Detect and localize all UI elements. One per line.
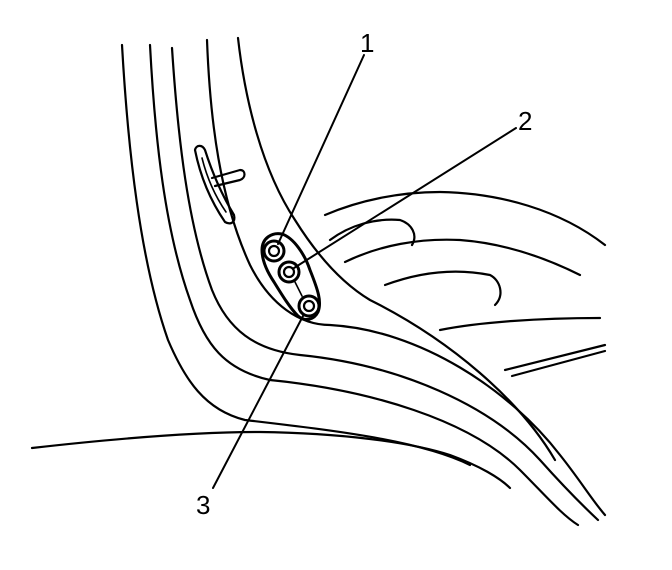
belt-guide-slot bbox=[193, 144, 246, 225]
slot-tab bbox=[210, 168, 246, 188]
leader-lines bbox=[212, 54, 517, 489]
pillar-edge-2 bbox=[148, 43, 580, 527]
callout-labels: 1 2 3 bbox=[196, 28, 532, 520]
slot-outer bbox=[193, 144, 236, 225]
seat-roll-2 bbox=[343, 238, 582, 277]
callout-2: 2 bbox=[518, 106, 532, 136]
seat-base-line-1 bbox=[503, 343, 607, 372]
anchor-assembly bbox=[260, 232, 322, 321]
pillar-trim bbox=[120, 36, 607, 527]
slot-inner bbox=[201, 157, 227, 213]
plate-link bbox=[294, 281, 303, 297]
seat-roll-3 bbox=[383, 270, 502, 307]
seat-roll-1 bbox=[328, 218, 416, 247]
pillar-edge-3 bbox=[170, 46, 600, 522]
middle-fastener-outer bbox=[277, 260, 301, 284]
upper-fastener-outer bbox=[262, 239, 286, 263]
leader-line-1 bbox=[277, 54, 365, 245]
leader-line-3 bbox=[212, 315, 304, 489]
seat-top-edge bbox=[323, 190, 607, 247]
lower-fastener-inner bbox=[302, 299, 316, 313]
middle-fastener-inner bbox=[282, 265, 296, 279]
pillar-edge-5 bbox=[236, 36, 557, 462]
callout-1: 1 bbox=[360, 28, 374, 58]
seat-back bbox=[323, 190, 607, 378]
seat-lower-edge bbox=[438, 316, 602, 332]
pillar-edge-1 bbox=[120, 43, 472, 467]
callout-3: 3 bbox=[196, 490, 210, 520]
floor-line bbox=[30, 430, 512, 490]
leader-line-2 bbox=[293, 127, 517, 269]
lower-fastener-outer bbox=[297, 294, 321, 318]
upper-fastener-inner bbox=[267, 244, 281, 258]
seat-base-line-2 bbox=[510, 349, 607, 378]
